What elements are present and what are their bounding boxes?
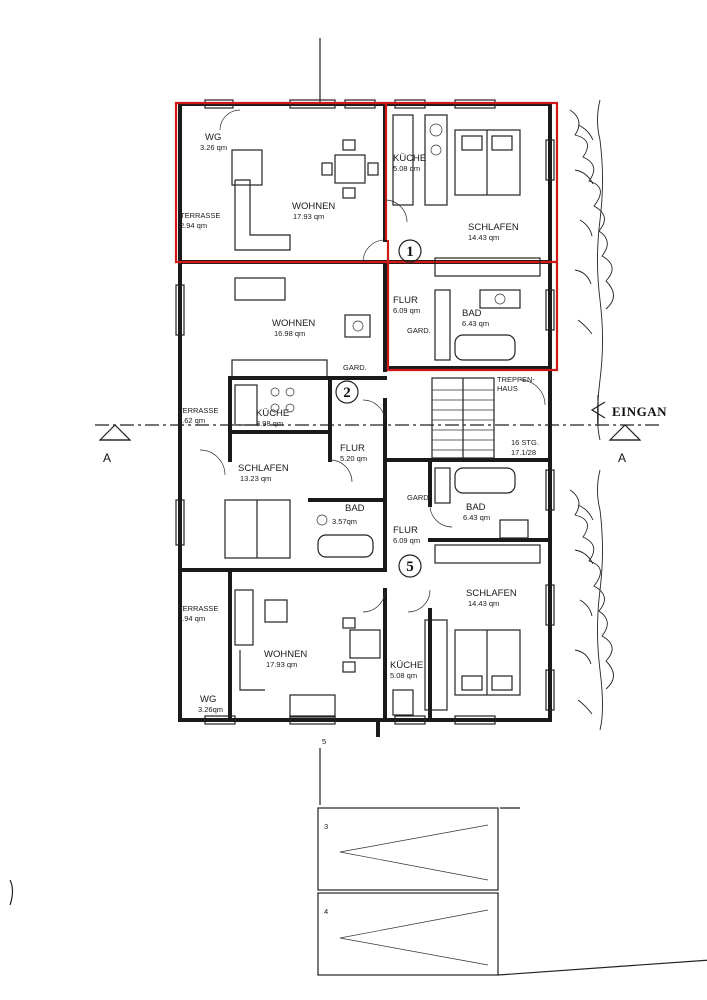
unit-badge-1: 1 [398,239,422,263]
room-area: 17.93 qm [293,212,324,221]
room-area: 3.26qm [198,705,223,714]
parking-area [9,807,707,976]
stairwell-label: HAUS [497,384,518,393]
room-name: WG [205,132,221,143]
entrance-label: EINGAN [612,404,667,419]
room-area: 6.43 qm [463,513,490,522]
room-name: WOHNEN [264,649,307,660]
room-name: FLUR [393,295,418,306]
room-labels: WG 3.26 qm WOHNEN 17.93 qm TERRASSE 2.94… [178,132,519,714]
garderobe-label: GARD. [343,363,367,372]
room-name: TERRASSE [178,604,218,613]
room-name: TERRASSE [178,406,218,415]
landscaping [569,99,614,731]
room-name: TERRASSE [180,211,220,220]
room-area: 6.43 qm [462,319,489,328]
room-name: FLUR [340,443,365,454]
room-name: KÜCHE [393,153,426,164]
room-area: 3.62 qm [178,416,205,425]
room-name: FLUR [393,525,418,536]
room-name: WG [200,694,216,705]
room-area: 3.26 qm [200,143,227,152]
room-name: SCHLAFEN [468,222,519,233]
stair-rise-label: 17.1/28 [511,448,536,457]
furniture [224,114,541,718]
garderobe-label: GARD. [407,326,431,335]
room-name: KÜCHE [390,660,423,671]
section-marker-right: A [618,451,626,465]
garderobe-label: GARD. [407,493,431,502]
room-area: 5.08 qm [393,164,420,173]
room-area: 16.98 qm [274,329,305,338]
room-name: WOHNEN [292,201,335,212]
room-area: 3.98 qm [256,419,283,428]
parking-space-number: 4 [324,907,328,916]
unit-2-number: 2 [343,385,351,401]
section-line [95,395,660,441]
unit-badge-2: 2 [335,380,359,404]
axis-label-bottom: 5 [322,737,326,746]
room-name: KÜCHE [256,408,289,419]
room-name: BAD [462,308,482,319]
room-area: 14.43 qm [468,233,499,242]
room-name: WOHNEN [272,318,315,329]
unit-1-number: 1 [406,244,414,260]
room-name: BAD [466,502,486,513]
room-area: 14.43 qm [468,599,499,608]
room-area: 6.09 qm [393,306,420,315]
section-marker-left: A [103,451,111,465]
room-area: 5.20 qm [340,454,367,463]
unit-badge-3: 5 [398,554,422,578]
room-name: SCHLAFEN [238,463,289,474]
room-name: SCHLAFEN [466,588,517,599]
room-area: 6.09 qm [393,536,420,545]
room-area: 3.57qm [332,517,357,526]
room-area: 13.23 qm [240,474,271,483]
parking-space-number: 3 [324,822,328,831]
room-area: 2.94 qm [180,221,207,230]
room-area: 5.08 qm [390,671,417,680]
room-area: 17.93 qm [266,660,297,669]
stairwell-label: TREPPEN- [497,375,535,384]
stair-steps-label: 16 STG. [511,438,539,447]
unit-1-highlight [174,101,559,372]
room-area: 2.94 qm [178,614,205,623]
door-swings [199,109,546,613]
misc-labels: GARD. GARD. GARD. TREPPEN- HAUS 16 STG. … [103,326,667,916]
room-name: BAD [345,503,365,514]
unit-3-number: 5 [406,559,414,575]
